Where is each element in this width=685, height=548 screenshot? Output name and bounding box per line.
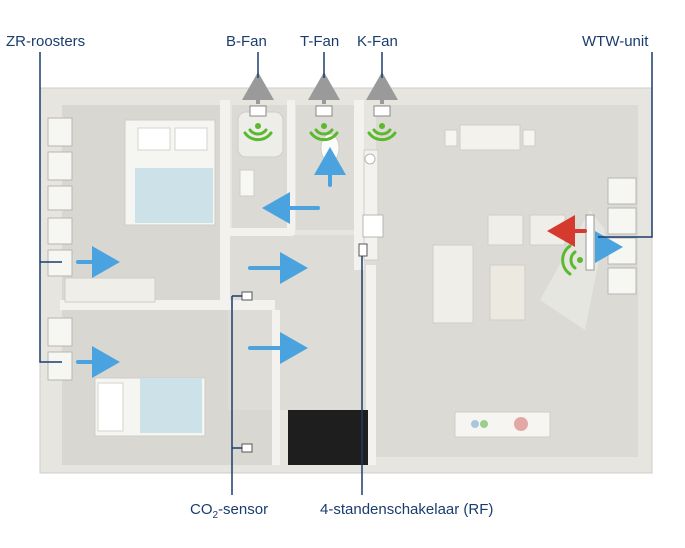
hallway-floor	[228, 235, 376, 410]
coffee-table	[489, 264, 526, 321]
airflow-arrows	[76, 147, 623, 378]
co2-sensor-subscript: 2	[212, 510, 219, 521]
fans	[242, 72, 398, 117]
zr-roosters	[47, 117, 73, 381]
zr-roosters-label: ZR-roosters	[6, 33, 86, 50]
wtw-unit-label: WTW-unit	[582, 33, 649, 50]
wtw-unit-device	[585, 214, 595, 271]
wireless-icon-t-fan	[309, 123, 339, 142]
t-fan-unit	[308, 72, 340, 117]
t-fan-label: T-Fan	[300, 33, 340, 50]
wireless-icon-k-fan	[367, 123, 397, 142]
dining-table	[459, 124, 521, 151]
b-fan-label: B-Fan	[226, 33, 267, 50]
k-fan-label: K-Fan	[357, 33, 398, 50]
wireless-icon-wtw	[561, 244, 583, 276]
k-fan-unit	[366, 72, 398, 117]
co2-sensor-label: CO2-sensor	[190, 501, 268, 521]
co2-sensor-device-2	[241, 443, 253, 453]
switch-label: 4-standenschakelaar (RF)	[320, 501, 494, 518]
sofa	[432, 244, 474, 324]
wireless-signal-icons	[243, 123, 583, 276]
stairwell	[288, 410, 368, 465]
b-fan-unit	[242, 72, 274, 117]
leader-lines	[39, 52, 653, 495]
co2-sensor-prefix: CO	[190, 501, 213, 518]
tv-bench	[454, 411, 551, 438]
switch-device	[358, 243, 368, 257]
wireless-icon-b-fan	[243, 123, 273, 142]
co2-sensor-device-1	[241, 291, 253, 301]
co2-sensor-suffix: -sensor	[218, 501, 269, 518]
